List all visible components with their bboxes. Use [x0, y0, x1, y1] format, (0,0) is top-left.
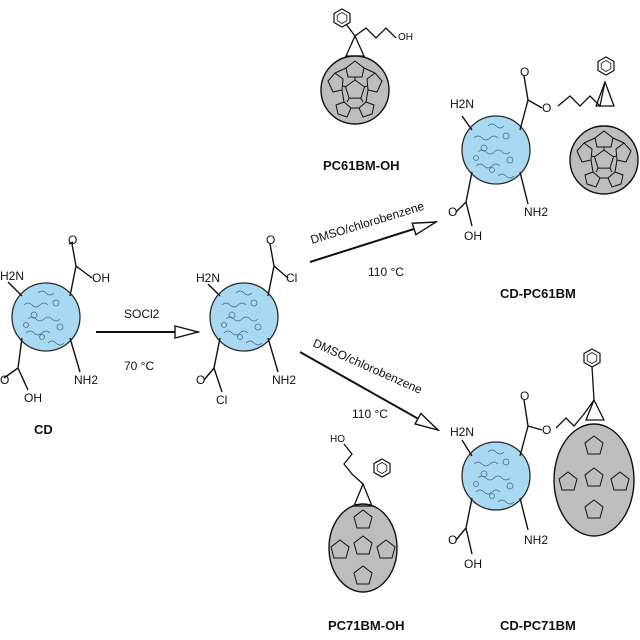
cd-pc71-amine-right-label: NH2 — [524, 533, 548, 547]
step1-reagent: SOCl2 — [124, 307, 160, 321]
cd-compound-label: CD — [34, 422, 53, 437]
cd-cl-amine-right-label: NH2 — [272, 373, 296, 387]
cd-pc71-acid-label: OH — [464, 557, 482, 571]
cd-pc61bm-structure — [455, 56, 639, 227]
pc61bm-oh-label: PC61BM-OH — [323, 158, 400, 173]
cd-pc71-carbonyl-bottom-label: O — [448, 533, 457, 547]
step3-solvent: DMSO/chlorobenzene — [311, 336, 425, 397]
cd-cl-chloride-bottom-label: Cl — [216, 393, 227, 407]
cd-amine-label: H2N — [0, 269, 24, 283]
cd-pc61bm-label: CD-PC61BM — [500, 286, 576, 301]
cd-pc61-carbonyl-bottom-label: O — [448, 205, 457, 219]
step3-temp: 110 °C — [352, 407, 388, 421]
cd-cl-structure — [203, 243, 289, 393]
cd-pc71bm-structure — [455, 348, 635, 555]
cd-cl-chloride-label: Cl — [286, 271, 297, 285]
cd-amine-right-label: NH2 — [74, 373, 98, 387]
step3-arrow — [299, 351, 438, 430]
cd-pc71-ester-label: O — [542, 423, 551, 437]
pc71-hydroxyl-label: HO — [330, 434, 345, 445]
pc71bm-oh-label: PC71BM-OH — [328, 618, 405, 633]
cd-pc61-amine-right-label: NH2 — [524, 205, 548, 219]
step1-temp: 70 °C — [124, 359, 154, 373]
cd-acid-label: OH — [92, 271, 110, 285]
cd-cl-carbonyl-label: O — [266, 233, 275, 247]
cd-cl-carbonyl-bottom-label: O — [196, 373, 205, 387]
cd-pc61-carbonyl-label: O — [520, 65, 529, 79]
cd-structure — [3, 241, 93, 391]
pc71bm-oh-structure — [328, 443, 398, 593]
cd-pc71-amine-label: H2N — [450, 425, 474, 439]
pc61bm-oh-structure — [320, 8, 397, 125]
pc61-hydroxyl-label: OH — [398, 32, 413, 43]
cd-pc61-amine-label: H2N — [450, 97, 474, 111]
step2-arrow — [309, 221, 436, 263]
cd-pc61-ester-label: O — [542, 101, 551, 115]
cd-acid-bottom-label: OH — [24, 391, 42, 405]
cd-carbonyl-label: O — [68, 233, 77, 247]
cd-pc71bm-label: CD-PC71BM — [500, 618, 576, 633]
cd-carbonyl-bottom-label: O — [0, 373, 9, 387]
cd-cl-amine-label: H2N — [196, 271, 220, 285]
step2-solvent: DMSO/chlorobenzene — [309, 199, 426, 247]
step2-temp: 110 °C — [368, 265, 404, 279]
cd-pc71-carbonyl-label: O — [520, 389, 529, 403]
cd-pc61-acid-label: OH — [464, 229, 482, 243]
